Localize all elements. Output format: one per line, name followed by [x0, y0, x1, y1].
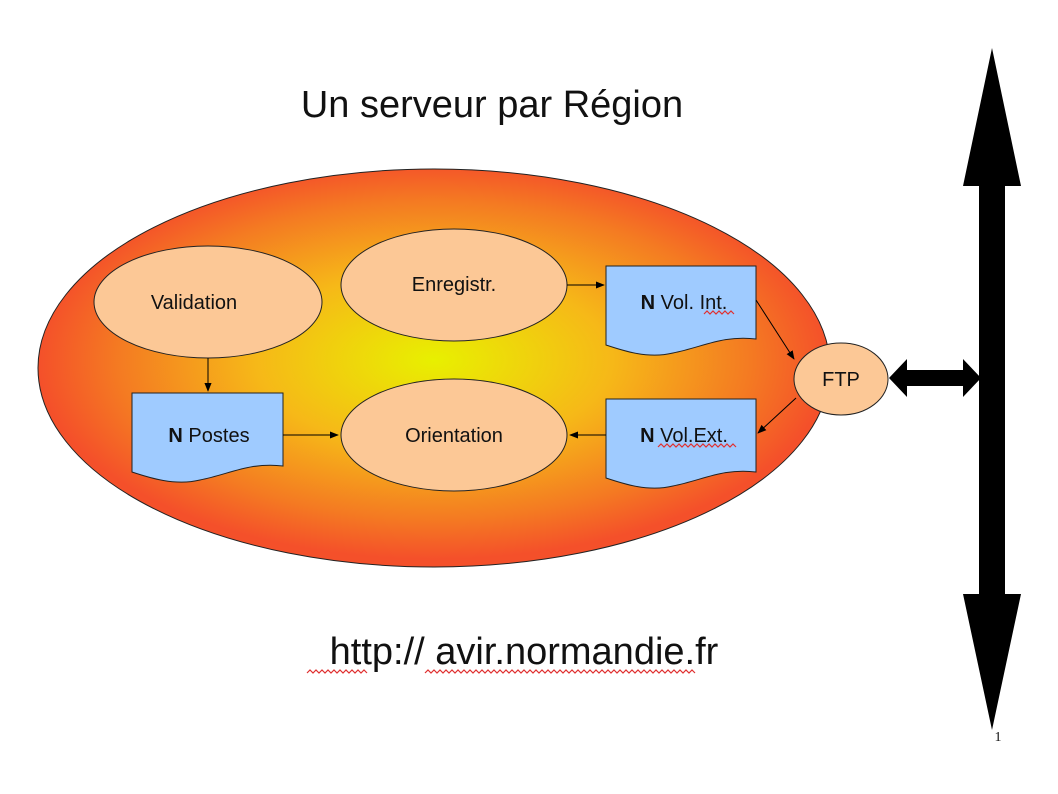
orientation-process [340, 378, 568, 492]
arrow-ftp-to-vol-ext [757, 397, 797, 434]
postes-document [131, 392, 284, 483]
vol-int-count-prefix: N [641, 292, 655, 314]
arrow-vol-int-to-ftp [755, 299, 795, 360]
vol-int-document [605, 265, 757, 356]
url-text: http:// avir.normandie.fr [330, 631, 719, 673]
enregistrement-label: Enregistr. [412, 274, 496, 296]
orientation-label: Orientation [405, 425, 503, 447]
ftp-node [793, 342, 889, 416]
vol-ext-count-prefix: N [640, 425, 654, 447]
spellcheck-underline [424, 669, 696, 674]
page-number: 1 [995, 730, 1002, 745]
postes-label: N Postes [168, 425, 249, 447]
vol-ext-document [605, 398, 757, 489]
spellcheck-underline [306, 669, 368, 674]
spellcheck-underline [703, 310, 735, 315]
vol-ext-text: Vol.Ext. [655, 425, 728, 447]
vol-int-text: Vol. Int. [655, 292, 727, 314]
vol-int-label: N Vol. Int. [641, 292, 728, 314]
postes-count-prefix: N [168, 425, 182, 447]
vol-ext-label: N Vol.Ext. [640, 425, 728, 447]
page-title: Un serveur par Région [301, 84, 683, 126]
region-server-ellipse [37, 168, 831, 568]
ftp-network-double-arrow [889, 359, 981, 397]
postes-text: Postes [183, 425, 250, 447]
ftp-label: FTP [822, 369, 860, 391]
validation-label: Validation [151, 292, 237, 314]
spellcheck-underline [657, 443, 737, 448]
network-bus-arrow [963, 48, 1021, 730]
